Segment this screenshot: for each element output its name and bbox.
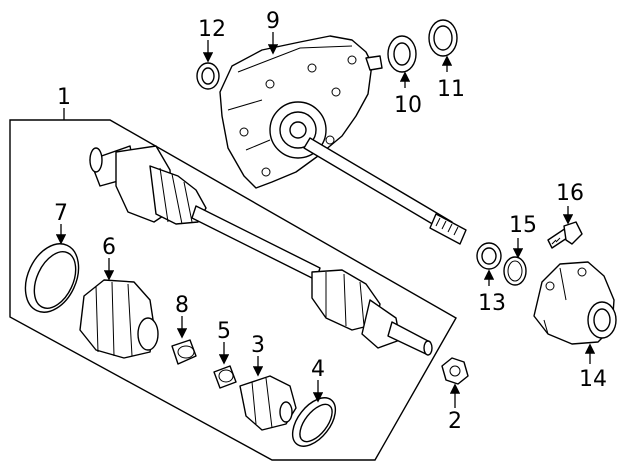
part-3-boot[interactable] (239, 375, 297, 431)
callout-9[interactable]: 9 (266, 9, 280, 34)
part-15-snap-ring[interactable] (503, 256, 527, 286)
part-12-seal[interactable] (196, 62, 220, 90)
part-9-transfer-case[interactable] (219, 35, 383, 189)
part-13-seal[interactable] (476, 242, 502, 270)
part-8-clamp[interactable] (171, 339, 197, 365)
callout-4[interactable]: 4 (311, 357, 325, 382)
callout-7[interactable]: 7 (54, 201, 68, 226)
kit-boundary (9, 119, 457, 461)
callout-8[interactable]: 8 (175, 293, 189, 318)
output-shaft (303, 137, 467, 245)
part-16-bolt[interactable] (547, 221, 583, 249)
callout-12[interactable]: 12 (198, 17, 226, 42)
callout-3[interactable]: 3 (251, 333, 265, 358)
part-6-boot[interactable] (79, 279, 159, 359)
callout-6[interactable]: 6 (102, 235, 116, 260)
leader-lines (55, 32, 596, 408)
callout-11[interactable]: 11 (437, 77, 465, 102)
callout-5[interactable]: 5 (217, 319, 231, 344)
part-4-clamp[interactable] (284, 390, 344, 454)
callout-16[interactable]: 16 (556, 181, 584, 206)
part-14-housing[interactable] (533, 261, 617, 345)
axle-shaft-assembly[interactable] (89, 145, 433, 356)
part-10-seal[interactable] (387, 35, 417, 73)
callout-2[interactable]: 2 (448, 409, 462, 434)
part-5-clamp[interactable] (213, 365, 237, 389)
callout-13[interactable]: 13 (478, 291, 506, 316)
callout-1[interactable]: 1 (57, 85, 71, 110)
callout-14[interactable]: 14 (579, 367, 607, 392)
part-11-ring[interactable] (428, 19, 458, 57)
callout-15[interactable]: 15 (509, 213, 537, 238)
callout-10[interactable]: 10 (394, 93, 422, 118)
part-7-clamp[interactable] (15, 235, 89, 321)
part-2-nut[interactable] (441, 357, 469, 385)
